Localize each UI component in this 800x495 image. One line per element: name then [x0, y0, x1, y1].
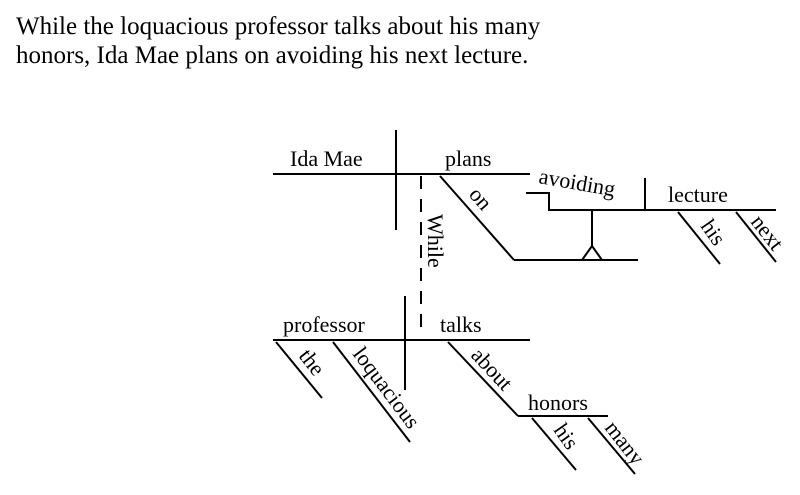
his-lecture-slant — [677, 211, 721, 265]
gerund-fork — [581, 244, 603, 261]
sentence-line-1: While the loquacious professor talks abo… — [16, 13, 541, 40]
prep-object-honors: honors — [528, 390, 588, 415]
main-verb: plans — [445, 146, 491, 171]
sentence-text: While the loquacious professor talks abo… — [16, 12, 786, 70]
modifier-his-honors: his — [549, 419, 584, 454]
sentence-line-2: honors, Ida Mae plans on avoiding his ne… — [16, 42, 529, 69]
loquacious-slant — [332, 341, 411, 443]
on-slant — [439, 175, 515, 261]
about-slant — [447, 341, 519, 417]
next-slant — [735, 211, 777, 263]
adjective-loquacious: loquacious — [348, 342, 425, 433]
gerund-step-line — [526, 192, 776, 211]
clause-subject: professor — [283, 312, 366, 337]
the-slant — [275, 341, 323, 399]
article-the: the — [294, 344, 330, 381]
modifier-his-lecture: his — [696, 215, 731, 250]
main-subject: Ida Mae — [290, 146, 363, 171]
conjunction-while: While — [423, 214, 448, 268]
clause-verb: talks — [440, 312, 482, 337]
modifier-next: next — [746, 210, 789, 255]
his-honors-slant — [531, 417, 577, 471]
many-slant — [587, 417, 636, 475]
gerund-object: lecture — [668, 182, 728, 207]
